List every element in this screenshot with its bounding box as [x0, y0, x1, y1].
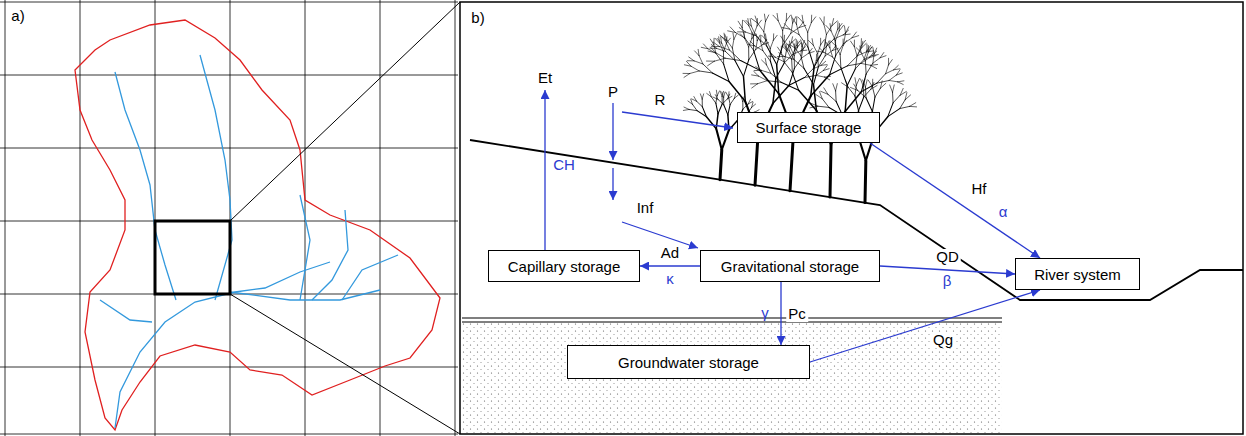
flux-symbol: R — [655, 92, 666, 108]
catchment-outline — [75, 20, 440, 430]
storage-box: Surface storage — [737, 112, 880, 143]
box-label: Capillary storage — [508, 258, 621, 275]
box-label: Gravitational storage — [721, 258, 859, 275]
box-label: Groundwater storage — [618, 354, 759, 371]
aquifer-top — [462, 322, 1002, 323]
flux-arrows — [545, 90, 733, 250]
parameter-symbol: α — [999, 204, 1008, 220]
flux-symbol: Hf — [969, 181, 988, 197]
storage-box: Gravitational storage — [700, 250, 880, 282]
flux-symbol: Ad — [659, 245, 681, 261]
parameter-symbol: γ — [761, 305, 769, 321]
panel-letter: a) — [9, 8, 26, 24]
storage-box: Groundwater storage — [567, 345, 810, 379]
grid — [0, 0, 458, 436]
vegetation — [683, 13, 917, 202]
aquifer-layer — [462, 321, 1002, 433]
box-label: Surface storage — [756, 119, 862, 136]
flux-arrow — [870, 143, 1040, 258]
flux-symbol: P — [608, 84, 618, 100]
river-box: River system — [1015, 258, 1140, 290]
flux-symbol: Pc — [786, 306, 808, 322]
ground-surface — [470, 140, 1243, 300]
panel-letter: b) — [471, 10, 484, 26]
flux-symbol: QD — [934, 249, 961, 265]
aquifer-top — [462, 317, 1002, 318]
zoom-line — [230, 294, 460, 434]
parameter-symbol: β — [943, 273, 952, 289]
parameter-symbol: CH — [553, 157, 575, 173]
zoom-line — [230, 2, 460, 221]
flux-arrow — [810, 290, 1040, 362]
flux-symbol: Inf — [637, 200, 654, 216]
panel-frame — [460, 2, 1243, 434]
flux-symbol: Qg — [931, 332, 955, 348]
selected-cell — [155, 221, 230, 294]
river-network — [100, 55, 398, 428]
flux-symbol: Et — [538, 70, 552, 86]
storage-box: Capillary storage — [488, 250, 640, 282]
flux-arrow — [780, 282, 781, 345]
flux-arrow — [640, 265, 700, 266]
box-label: River system — [1034, 266, 1121, 283]
parameter-symbol: κ — [666, 271, 674, 287]
